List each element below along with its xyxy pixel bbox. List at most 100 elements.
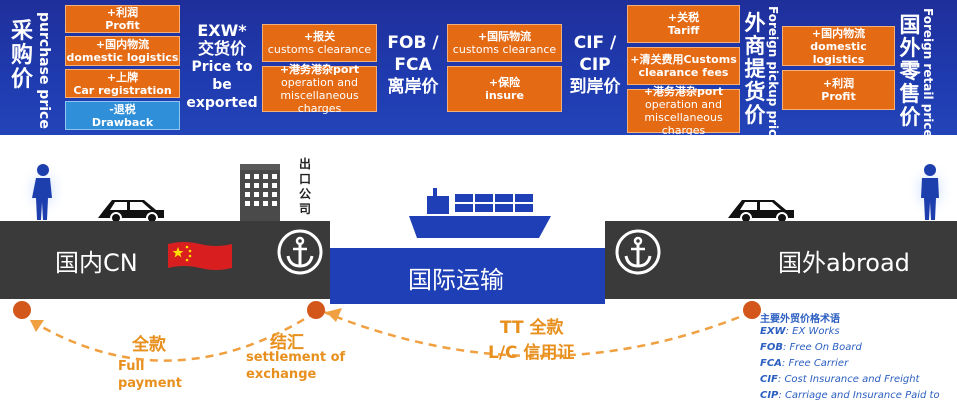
profit-cn: +利润 — [106, 6, 139, 19]
full-payment-en-2: payment — [118, 376, 182, 391]
domestic-node-dot — [13, 301, 31, 319]
legend-desc-cip: : Carriage and Insurance Paid to — [778, 390, 940, 401]
abroad-band — [605, 221, 957, 299]
settlement-cn: 结汇 — [270, 333, 304, 353]
cif-label: CIF / — [573, 33, 617, 53]
full-payment-arc — [29, 310, 317, 362]
fob-label: FOB / — [387, 33, 439, 53]
legend-abbr-exw: EXW — [760, 326, 786, 337]
port-charges-cn: +港务港杂port — [279, 63, 360, 76]
international-logistics-cn: +国际物流 — [477, 30, 532, 43]
purchase-price-en: purchase price — [36, 12, 52, 129]
legend-row-cif: CIF: Cost Insurance and Freight — [760, 374, 957, 390]
foreign-retail-price-cn: 国外零售价 — [899, 13, 921, 129]
purchase-price-cn: 采购价 — [10, 19, 33, 92]
legend-desc-fca: : Free Carrier — [781, 358, 849, 369]
legend-row-cip: CIP: Carriage and Insurance Paid to — [760, 390, 957, 406]
drawback-cn: -退税 — [109, 102, 136, 116]
abroad-node-dot — [743, 301, 761, 319]
legend-desc-exw: : EX Works — [785, 326, 840, 337]
profit-en: Profit — [105, 19, 140, 32]
retail-profit-cn: +利润 — [822, 77, 855, 90]
legend-desc-fob: : Free On Board — [782, 342, 862, 353]
profit-box: +利润 Profit — [65, 5, 180, 33]
insurance-cn: +保险 — [488, 76, 521, 89]
destination-port-charges-cn: +港务港杂port — [643, 85, 724, 98]
drawback-en: Drawback — [91, 115, 154, 129]
abroad-label: 国外abroad — [778, 249, 910, 277]
settlement-arrow — [326, 308, 342, 322]
settlement-arc — [323, 310, 753, 358]
domestic-logistics-en: domestic logistics — [66, 51, 179, 64]
foreign-domestic-logistics-en: domestic logistics — [810, 39, 867, 66]
insurance-box: +保险 insure — [447, 66, 562, 112]
building-icon — [240, 164, 280, 222]
full-payment-arrow — [30, 320, 44, 332]
exw-label: EXW* — [197, 21, 247, 40]
legend-abbr-cip: CIP — [760, 390, 779, 401]
cargo-ship-icon — [409, 188, 551, 238]
legend-abbr-fob: FOB — [760, 342, 783, 353]
full-payment-en-1: Full — [118, 359, 145, 374]
tt-payment-label: TT 全款 — [500, 318, 564, 338]
port-charges-en-1: operation and — [280, 76, 358, 89]
insurance-en: insure — [485, 89, 524, 102]
international-logistics-en: customs clearance — [452, 43, 557, 56]
legend-title: 主要外贸价格术语 — [760, 314, 840, 325]
domestic-label: 国内CN — [55, 249, 138, 277]
tariff-box: +关税 Tariff — [627, 5, 740, 43]
foreign-retail-price-en: Foreign retail price — [921, 8, 935, 138]
international-logistics-box: +国际物流 customs clearance — [447, 24, 562, 62]
china-flag-icon — [168, 242, 232, 270]
full-payment-cn: 全款 — [132, 335, 166, 355]
domestic-logistics-cn: +国内物流 — [95, 38, 150, 51]
anchor-icon-export-port — [277, 229, 323, 275]
legend-row-exw: EXW: EX Works — [760, 326, 957, 342]
clearance-fees-cn: +清关费用Customs — [630, 53, 737, 66]
tariff-en: Tariff — [667, 24, 700, 37]
cif-term: CIF / CIP 到岸价 — [562, 32, 628, 98]
foreign-domestic-logistics-box: +国内物流 domestic logistics — [782, 26, 895, 66]
exw-en-1: Price to be — [191, 59, 253, 93]
foreign-domestic-logistics-cn: +国内物流 — [811, 26, 866, 40]
buyer-person-icon — [19, 160, 67, 220]
cif-cn: 到岸价 — [569, 77, 621, 97]
destination-port-charges-en-1: operation and — [644, 98, 722, 111]
legend-row-fca: FCA: Free Carrier — [760, 358, 957, 374]
domestic-band — [0, 221, 330, 299]
settlement-en-1: settlement of — [246, 350, 346, 365]
international-transport-band — [330, 248, 605, 304]
domestic-logistics-box: +国内物流 domestic logistics — [65, 36, 180, 66]
customs-clearance-cn: +报关 — [303, 30, 336, 43]
car-registration-box: +上牌 Car registration — [65, 69, 180, 98]
export-port-node-dot — [307, 301, 325, 319]
clearance-fees-en: clearance fees — [638, 66, 729, 79]
port-charges-en-2: miscellaneous charges — [280, 89, 359, 115]
settlement-en: settlement of exchange — [246, 349, 345, 383]
exw-cn: 交货价 — [197, 39, 246, 58]
clearance-fees-box: +清关费用Customs clearance fees — [627, 47, 740, 85]
fob-term: FOB / FCA 离岸价 — [380, 32, 446, 98]
destination-port-charges-en-2: miscellaneous charges — [644, 111, 723, 137]
foreign-customer-person-icon — [906, 160, 954, 220]
retail-profit-box: +利润 Profit — [782, 70, 895, 110]
legend-row-fob: FOB: Free On Board — [760, 342, 957, 358]
car-registration-cn: +上牌 — [106, 70, 139, 84]
payment-flow-lines — [13, 301, 761, 362]
fob-cn: 离岸价 — [387, 77, 439, 97]
foreign-pickup-price-en: Foreign pickup price — [766, 6, 780, 145]
settlement-en-2: exchange — [246, 367, 317, 382]
foreign-pickup-price-cn: 外商提货价 — [744, 11, 766, 127]
retail-profit-en: Profit — [821, 90, 856, 103]
full-payment-en: Full payment — [118, 358, 182, 392]
export-company-label: 出口公司 — [298, 157, 311, 216]
lc-payment-label: L/C 信用证 — [488, 343, 575, 363]
anchor-icon-destination-port — [615, 229, 661, 275]
tariff-cn: +关税 — [667, 11, 700, 24]
port-charges-box: +港务港杂port operation and miscellaneous ch… — [262, 63, 377, 115]
legend-abbr-fca: FCA — [760, 358, 782, 369]
customs-clearance-box: +报关 customs clearance — [262, 24, 377, 62]
car-icon-domestic — [98, 200, 164, 222]
customs-clearance-en: customs clearance — [267, 43, 372, 56]
